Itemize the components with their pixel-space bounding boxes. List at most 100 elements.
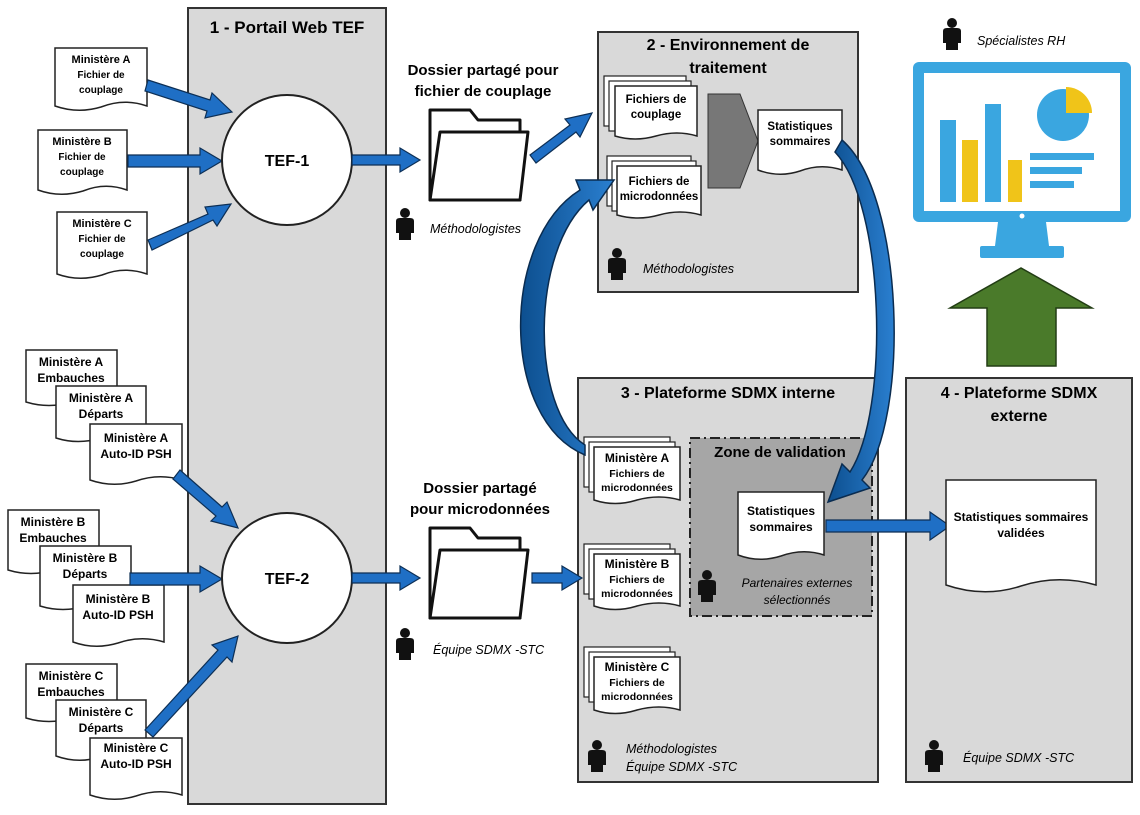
env-doc-stats: Statistiques sommaires <box>757 109 843 175</box>
input-arrows <box>127 79 240 738</box>
svg-text:microdonnées: microdonnées <box>601 588 673 600</box>
env-doc-micro: Fichiers de microdonnées <box>606 155 702 219</box>
svg-text:Fichier de: Fichier de <box>58 152 106 163</box>
micro-stack-a: Ministère A Embauches Ministère A Départ… <box>25 349 183 485</box>
svg-text:couplage: couplage <box>631 109 681 121</box>
svg-text:Ministère B: Ministère B <box>21 515 86 529</box>
svg-text:Ministère A: Ministère A <box>104 431 169 445</box>
green-up-arrow <box>947 267 1095 367</box>
svg-text:Départs: Départs <box>79 721 124 735</box>
svg-text:Fichiers de: Fichiers de <box>609 677 665 689</box>
validation-zone-title: Zone de validation <box>714 444 846 461</box>
sdmx-doc-c: Ministère C Fichiers de microdonnées <box>583 646 681 715</box>
svg-text:Statistiques: Statistiques <box>767 121 832 133</box>
svg-text:Ministère B: Ministère B <box>53 551 118 565</box>
panel-portal-title: 1 - Portail Web TEF <box>210 18 365 37</box>
svg-text:Ministère C: Ministère C <box>72 218 131 230</box>
sdmx-doc-a: Ministère A Fichiers de microdonnées <box>583 436 681 505</box>
svg-text:Ministère C: Ministère C <box>104 741 169 755</box>
panel-sdmx-internal-person-1: Méthodologistes <box>626 742 717 756</box>
node-tef1: TEF-1 <box>221 94 353 226</box>
svg-text:Fichiers de: Fichiers de <box>626 94 687 106</box>
panel-env-person: Méthodologistes <box>643 262 734 276</box>
svg-text:Ministère A: Ministère A <box>605 451 670 465</box>
svg-text:Fichiers de: Fichiers de <box>609 574 665 586</box>
svg-text:Ministère A: Ministère A <box>69 391 134 405</box>
svg-text:Embauches: Embauches <box>19 531 87 545</box>
svg-text:Fichier de: Fichier de <box>78 234 126 245</box>
person-icon <box>396 208 414 240</box>
svg-text:TEF-2: TEF-2 <box>265 571 310 588</box>
micro-stack-b: Ministère B Embauches Ministère B Départ… <box>7 509 165 647</box>
svg-text:Fichiers de: Fichiers de <box>629 176 690 188</box>
svg-text:Ministère C: Ministère C <box>605 660 670 674</box>
svg-text:Fichier de: Fichier de <box>77 70 125 81</box>
validation-to-external-arrow <box>825 510 952 542</box>
panel-sdmx-external-person: Équipe SDMX -STC <box>963 750 1075 765</box>
validation-zone-person-2: sélectionnés <box>764 593 831 607</box>
svg-text:Auto-ID PSH: Auto-ID PSH <box>100 447 171 461</box>
svg-text:Statistiques sommaires: Statistiques sommaires <box>954 510 1089 524</box>
monitor-icon <box>913 62 1131 258</box>
folder-coupling-person: Méthodologistes <box>430 222 521 236</box>
micro-stack-c: Ministère C Embauches Ministère C Départ… <box>25 663 183 800</box>
coupling-file-b: Ministère B Fichier de couplage <box>37 129 128 195</box>
person-icon <box>396 628 414 660</box>
svg-text:couplage: couplage <box>60 167 104 178</box>
curved-arrow-stats <box>826 138 895 504</box>
svg-text:couplage: couplage <box>80 249 124 260</box>
svg-text:couplage: couplage <box>79 85 123 96</box>
svg-text:microdonnées: microdonnées <box>601 482 673 494</box>
folder-micro: Dossier partagé pour microdonnées <box>410 480 550 620</box>
svg-text:sommaires: sommaires <box>749 520 813 534</box>
svg-text:sommaires: sommaires <box>770 136 831 148</box>
svg-text:fichier de couplage: fichier de couplage <box>415 83 552 100</box>
svg-text:TEF-1: TEF-1 <box>265 153 310 170</box>
folder-icon <box>428 108 530 202</box>
coupling-file-a: Ministère A Fichier de couplage <box>54 47 148 111</box>
validation-doc-stats: Statistiques sommaires <box>737 491 825 560</box>
svg-text:Embauches: Embauches <box>37 685 105 699</box>
svg-text:Départs: Départs <box>79 407 124 421</box>
hr-person-label: Spécialistes RH <box>977 34 1066 48</box>
svg-text:Ministère B: Ministère B <box>605 557 670 571</box>
svg-text:Départs: Départs <box>63 567 108 581</box>
svg-text:Fichiers de: Fichiers de <box>609 468 665 480</box>
folder-to-panel-arrows <box>529 112 594 592</box>
svg-text:Statistiques: Statistiques <box>747 504 815 518</box>
svg-text:validées: validées <box>997 526 1045 540</box>
svg-text:Ministère A: Ministère A <box>72 54 131 66</box>
folder-micro-person: Équipe SDMX -STC <box>433 642 545 657</box>
svg-text:Ministère A: Ministère A <box>39 355 104 369</box>
svg-text:microdonnées: microdonnées <box>601 691 673 703</box>
svg-text:Embauches: Embauches <box>37 371 105 385</box>
svg-text:Auto-ID PSH: Auto-ID PSH <box>100 757 171 771</box>
panel-sdmx-internal-person-2: Équipe SDMX -STC <box>626 759 738 774</box>
panel-env-title-2: traitement <box>689 60 767 77</box>
svg-text:Ministère B: Ministère B <box>52 136 111 148</box>
sdmx-doc-b: Ministère B Fichiers de microdonnées <box>583 543 681 611</box>
external-doc-stats: Statistiques sommaires validées <box>945 479 1097 593</box>
tef-to-folder-arrows <box>351 146 422 592</box>
svg-text:Ministère B: Ministère B <box>86 592 151 606</box>
validation-zone-person-1: Partenaires externes <box>742 576 853 590</box>
panel-sdmx-internal-title: 3 - Plateforme SDMX interne <box>621 385 835 402</box>
svg-text:Dossier partagé pour: Dossier partagé pour <box>408 62 559 79</box>
folder-icon <box>428 526 530 620</box>
node-tef2: TEF-2 <box>221 512 353 644</box>
coupling-file-c: Ministère C Fichier de couplage <box>56 211 148 279</box>
svg-text:pour microdonnées: pour microdonnées <box>410 501 550 518</box>
svg-text:microdonnées: microdonnées <box>620 191 699 203</box>
curved-arrow-feedback <box>519 179 616 457</box>
panel-env-title-1: 2 - Environnement de <box>647 37 810 54</box>
panel-sdmx-external-title-1: 4 - Plateforme SDMX <box>941 385 1098 402</box>
svg-text:Auto-ID PSH: Auto-ID PSH <box>82 608 153 622</box>
processing-block <box>707 93 759 189</box>
person-icon <box>943 18 961 50</box>
env-doc-coupling: Fichiers de couplage <box>603 75 698 140</box>
svg-text:Dossier partagé: Dossier partagé <box>423 480 536 497</box>
panel-sdmx-external-title-2: externe <box>991 408 1048 425</box>
svg-text:Ministère C: Ministère C <box>69 705 134 719</box>
svg-text:Ministère C: Ministère C <box>39 669 104 683</box>
